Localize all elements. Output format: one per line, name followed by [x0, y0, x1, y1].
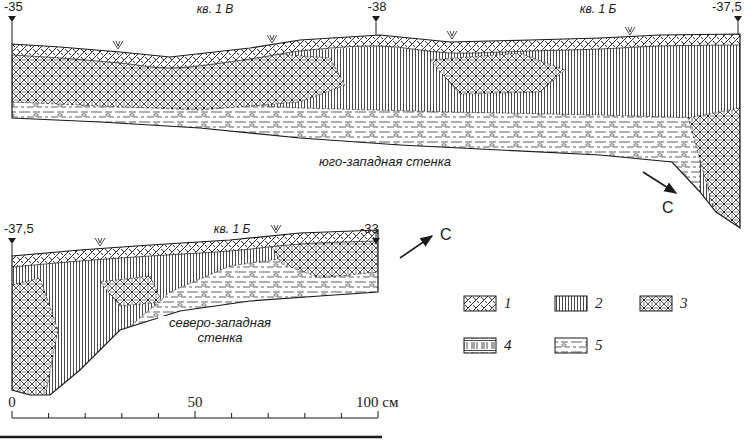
section-label: -37,5 — [712, 0, 742, 15]
soil-profile — [12, 230, 378, 398]
grass-mark — [113, 41, 123, 49]
grass-mark — [447, 31, 457, 39]
section-label: северо-западная стенка — [158, 316, 282, 346]
section-label: кв. 1 Б — [214, 223, 250, 237]
section-label: юго-западная стенка — [316, 155, 454, 170]
legend-swatch — [464, 296, 496, 311]
datum-marker — [372, 16, 380, 22]
section-label: 100 см — [356, 394, 398, 411]
grass-mark — [271, 225, 281, 233]
legend-text: 5 — [595, 337, 603, 354]
datum-marker — [734, 16, 742, 22]
north-arrow — [400, 236, 432, 258]
legend-swatch — [555, 338, 587, 353]
datum-marker — [8, 238, 16, 244]
grass-mark — [625, 27, 635, 35]
section-label: С — [440, 226, 452, 244]
legend-text: 2 — [595, 295, 603, 312]
section-label: -33 — [360, 222, 379, 237]
profile-outline — [12, 230, 378, 395]
section-label: 50 — [188, 394, 203, 411]
grass-mark — [95, 238, 105, 246]
datum-marker — [8, 16, 16, 22]
section-label: -37,5 — [4, 222, 34, 237]
section-label: -38 — [368, 0, 387, 15]
legend-swatch — [555, 296, 587, 311]
legend-swatch — [464, 338, 496, 353]
legend-swatch — [640, 296, 672, 311]
legend-text: 1 — [504, 295, 512, 312]
section-label: -35 — [4, 0, 23, 15]
legend-text: 3 — [680, 295, 688, 312]
legend-text: 4 — [504, 337, 512, 354]
section-label: С — [662, 199, 674, 217]
profile-outline — [12, 34, 740, 228]
legend-swatches — [464, 296, 672, 353]
section-label: 0 — [8, 394, 16, 411]
section-label: кв. 1 В — [197, 3, 234, 17]
soil-profile — [12, 34, 740, 240]
grass-mark — [267, 35, 277, 43]
section-label: кв. 1 Б — [580, 3, 616, 17]
scale-bar — [0, 411, 382, 437]
north-arrow — [643, 172, 676, 193]
